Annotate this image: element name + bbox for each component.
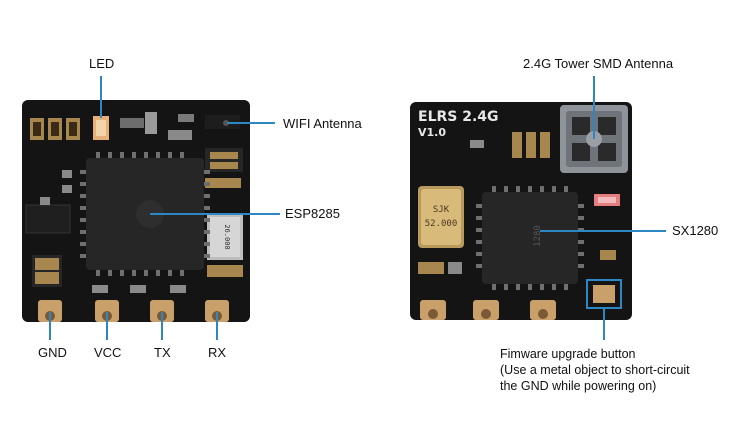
label-tower-antenna: 2.4G Tower SMD Antenna [523, 56, 674, 71]
label-esp8285: ESP8285 [285, 206, 340, 221]
right-callout-lines [540, 76, 666, 340]
chip-marking: 1280 [533, 225, 543, 247]
label-led: LED [89, 56, 115, 71]
label-gnd: GND [38, 345, 67, 360]
crystal-marking-bottom: 52.000 [425, 219, 458, 229]
label-firmware-button: Fimware upgrade button (Use a metal obje… [500, 346, 690, 394]
left-crystal-marking: 26.000 [223, 224, 231, 249]
label-vcc: VCC [94, 345, 122, 360]
label-wifi-antenna: WIFI Antenna [283, 116, 362, 131]
firmware-line-1: Fimware upgrade button [500, 347, 636, 361]
label-rx: RX [208, 345, 227, 360]
silkscreen-title: ELRS 2.4G [418, 109, 499, 125]
firmware-line-3: the GND while powering on) [500, 379, 657, 393]
right-board: ELRS 2.4G V1.0 SJK 52.000 1280 [410, 102, 632, 320]
silkscreen-version: V1.0 [418, 126, 446, 139]
label-tx: TX [154, 345, 171, 360]
left-board: 26.000 [22, 100, 250, 322]
crystal-marking-top: SJK [433, 205, 450, 215]
left-callout-lines [49, 76, 280, 340]
label-sx1280: SX1280 [672, 223, 719, 238]
firmware-line-2: (Use a metal object to short-circuit [500, 363, 690, 377]
